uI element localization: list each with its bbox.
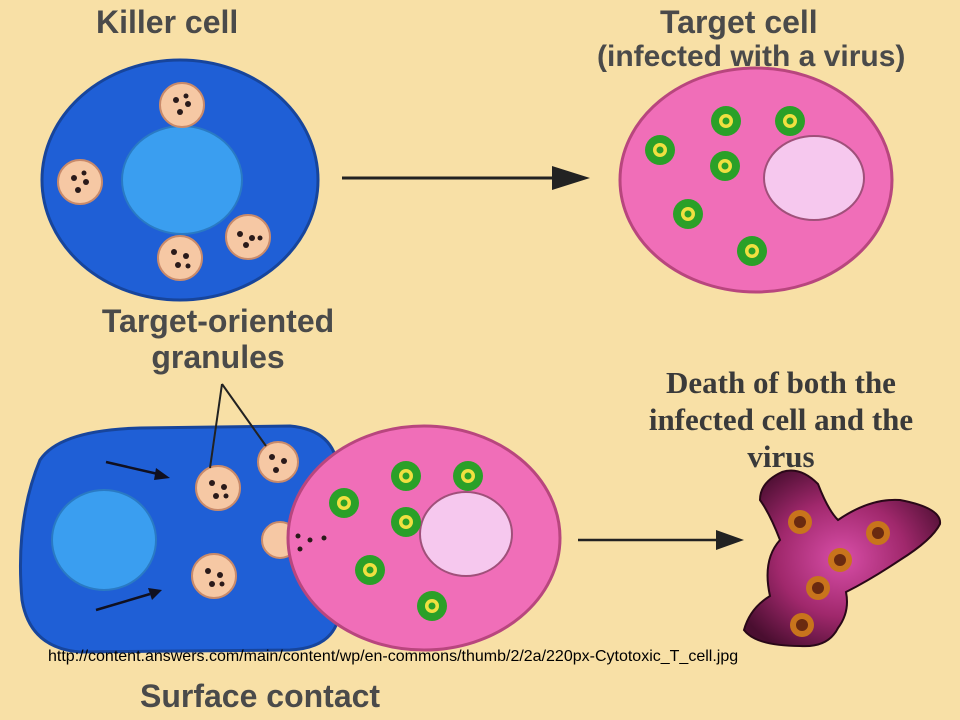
arrow-to-target [342, 166, 590, 190]
killer-cell-top [40, 58, 320, 302]
dead-cell-debris [742, 469, 942, 648]
target-cell-top [618, 66, 894, 294]
granule [257, 441, 299, 483]
virus-particle [673, 199, 703, 229]
arrow-to-death [578, 530, 744, 550]
virus-particle [329, 488, 359, 518]
virus-particle [866, 521, 890, 545]
virus-particle [806, 576, 830, 600]
granule [195, 465, 241, 511]
death-label-line: Death of both the [666, 365, 896, 400]
granule-label-pointers [209, 383, 267, 469]
death-label-line: virus [747, 439, 815, 474]
virus-particle [788, 510, 812, 534]
target-cell-nucleus [419, 491, 513, 577]
target-cell-body [618, 66, 894, 294]
surface-contact-label: Surface contact [140, 678, 381, 714]
granules-label-line: granules [151, 339, 285, 375]
granule [57, 159, 103, 205]
virus-particle [453, 461, 483, 491]
granule [191, 553, 237, 599]
killer-cell-nucleus [121, 125, 243, 235]
virus-particle [710, 151, 740, 181]
virus-particle [355, 555, 385, 585]
target-cell-label: Target cell [660, 4, 818, 40]
virus-particle [645, 135, 675, 165]
target-cell-sublabel: (infected with a virus) [597, 40, 906, 73]
killer-cell-contact [19, 424, 340, 654]
virus-particle [711, 106, 741, 136]
granule [159, 82, 205, 128]
arrow-head [148, 588, 162, 600]
target-cell-contact [286, 424, 562, 652]
death-label-line: infected cell and the [648, 402, 914, 437]
granule [225, 214, 271, 260]
killer-cell-body [19, 424, 340, 654]
arrow-head [154, 468, 170, 480]
granule-movement-arrow [95, 592, 151, 612]
source-url-caption: http://content.answers.com/main/content/… [48, 648, 739, 665]
released-granule-dots [295, 533, 327, 552]
target-cell-nucleus [763, 135, 865, 221]
granule-movement-arrow [105, 460, 159, 476]
virus-particle [737, 236, 767, 266]
virus-particle [828, 548, 852, 572]
virus-particle [391, 507, 421, 537]
virus-particle [391, 461, 421, 491]
virus-particle [775, 106, 805, 136]
killer-cell-label: Killer cell [96, 4, 239, 40]
granules-label: Target-oriented granules [78, 303, 358, 375]
granule [157, 235, 203, 281]
granules-label-line: Target-oriented [101, 303, 335, 339]
death-label: Death of both the infected cell and the … [605, 364, 957, 475]
virus-particle [790, 613, 814, 637]
virus-particle [417, 591, 447, 621]
killer-cell-nucleus [51, 489, 157, 591]
